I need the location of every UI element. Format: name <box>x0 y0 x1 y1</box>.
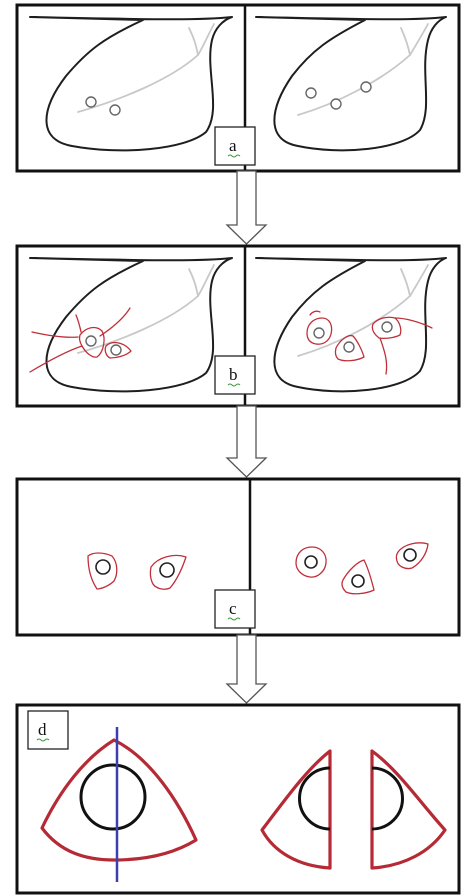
step-d-label: d <box>27 710 69 750</box>
bore-circle <box>304 555 318 569</box>
step-b-label: b <box>214 355 256 395</box>
hole-circle <box>343 341 355 353</box>
hole-circle <box>381 321 393 333</box>
hole-circle <box>85 96 97 108</box>
hole-circle <box>360 81 372 93</box>
bore-circle <box>159 562 175 578</box>
hole-circle <box>305 87 317 99</box>
blank-outline-right <box>255 16 447 152</box>
bore-circle <box>403 548 417 562</box>
bore-arc-right <box>371 766 404 831</box>
bore-circle <box>95 559 111 575</box>
step-a-panel: a <box>15 3 461 173</box>
blank-outline-left <box>29 257 233 393</box>
hole-circle <box>330 98 342 110</box>
half-right <box>370 749 447 870</box>
step-b-panel: b <box>15 244 461 408</box>
down-arrow <box>225 405 268 478</box>
parts-left <box>87 552 187 590</box>
step-b-letter: b <box>229 365 238 384</box>
hole-circle <box>110 344 122 356</box>
bore-arc-left <box>298 766 331 831</box>
hole-circle <box>109 104 121 116</box>
parts-right <box>295 542 429 595</box>
down-arrow <box>225 170 268 245</box>
hole-circle <box>313 327 325 339</box>
part-full <box>40 727 198 882</box>
step-a-letter: a <box>229 136 237 155</box>
step-d-letter: d <box>38 720 47 739</box>
bore-circle <box>351 574 365 588</box>
step-c-label: c <box>214 589 256 629</box>
part-halves <box>260 749 447 870</box>
down-arrow <box>225 634 268 704</box>
step-c-panel: c <box>15 477 461 637</box>
step-c-letter: c <box>229 599 237 618</box>
half-left <box>260 749 332 870</box>
step-a-label: a <box>214 126 256 166</box>
hole-circle <box>85 335 97 347</box>
step-d-panel: d <box>15 703 461 895</box>
blank-outline-right <box>255 257 447 393</box>
bore-circle <box>79 763 147 831</box>
blank-outline-left <box>29 16 233 152</box>
